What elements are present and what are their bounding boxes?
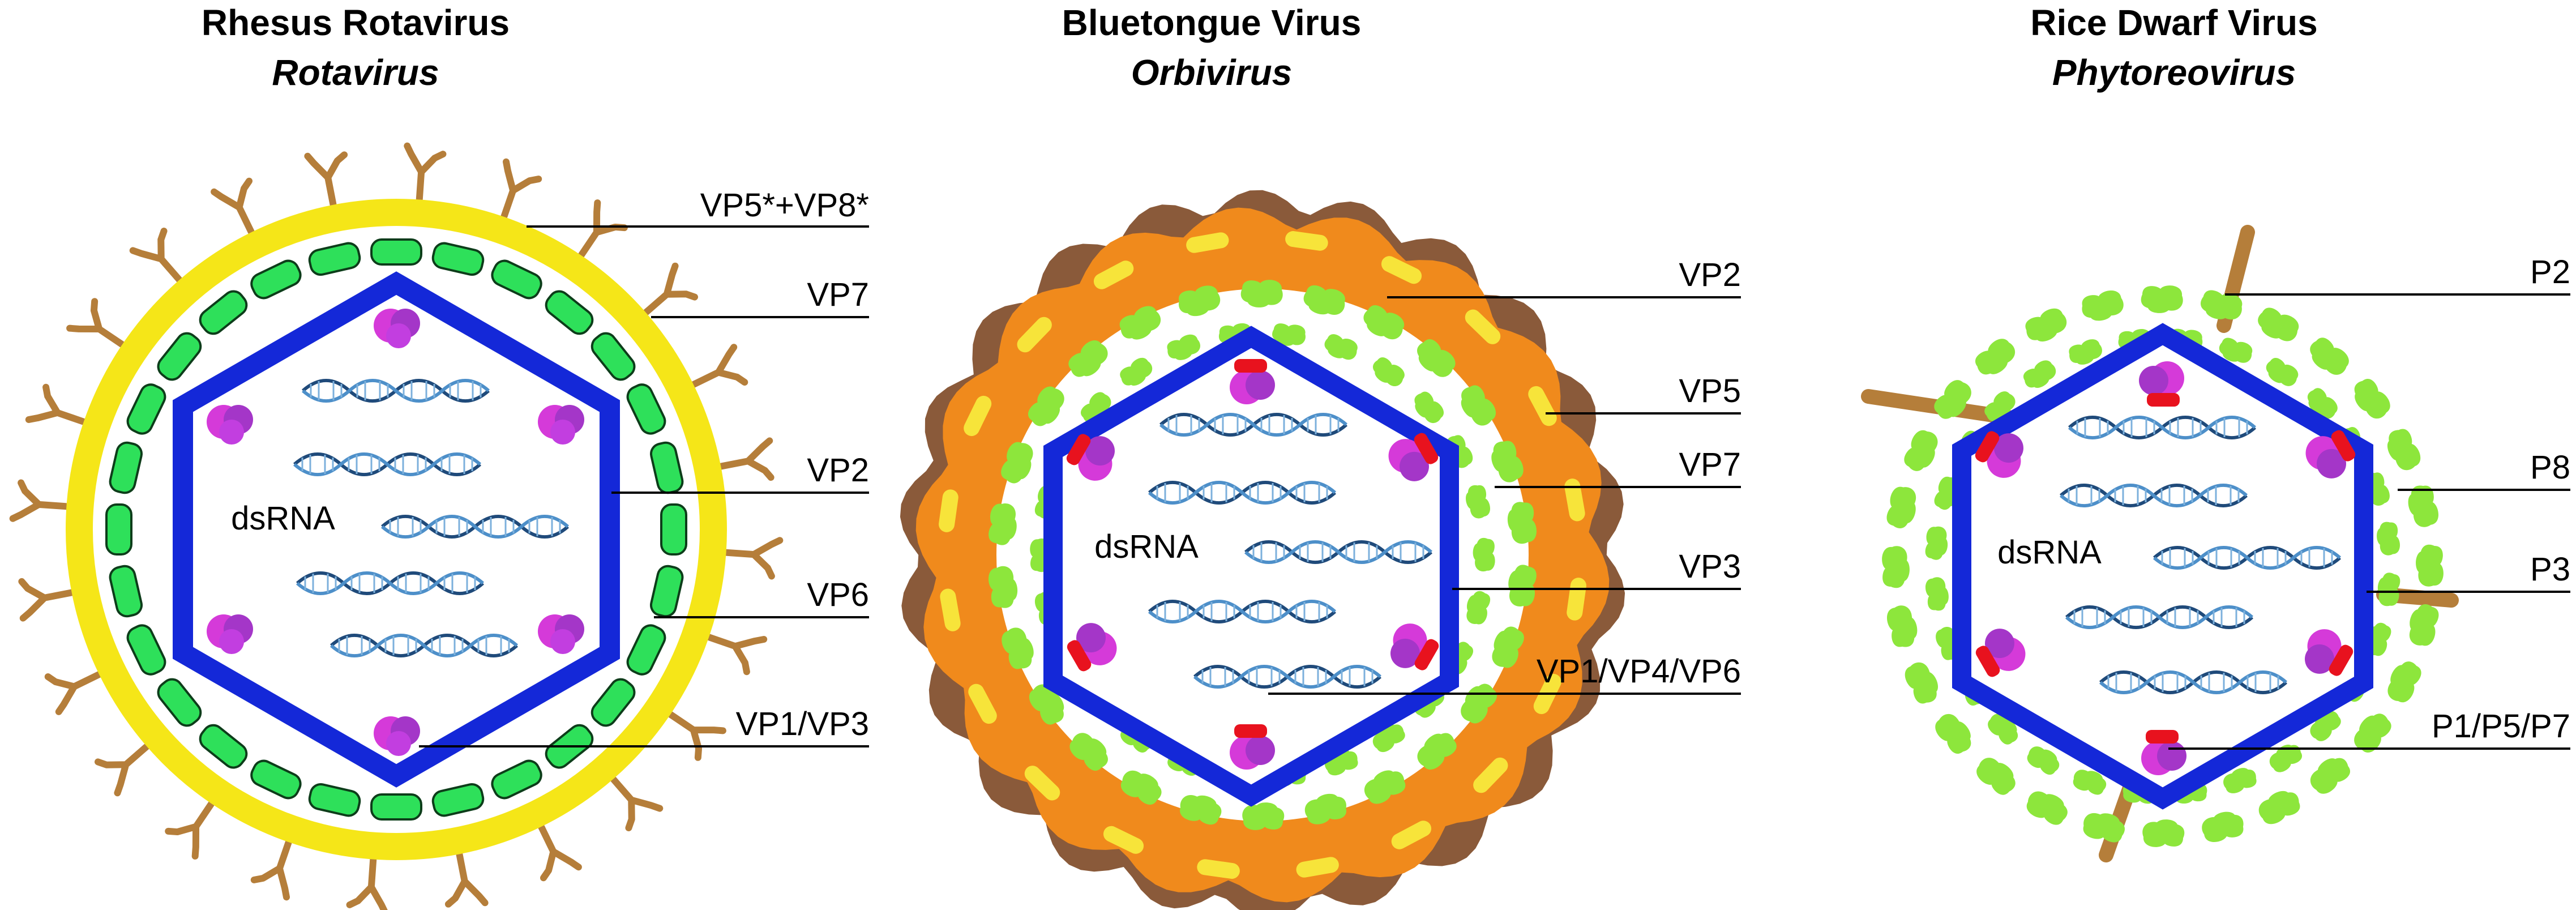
label-vp5: VP5 xyxy=(1679,373,1741,409)
label-p3: P3 xyxy=(2530,551,2570,588)
label-p8: P8 xyxy=(2530,449,2570,486)
title-bluetongue-virus: Bluetongue Virus xyxy=(1062,2,1362,43)
label-vp1-vp4-vp6: VP1/VP4/VP6 xyxy=(1537,653,1741,690)
label-vp7: VP7 xyxy=(807,276,869,313)
panel-bluetongue-virus: Bluetongue Virus Orbivirus dsRNA xyxy=(900,2,1741,910)
genus-rotavirus: Rotavirus xyxy=(272,52,439,93)
outer-layer-vp7 xyxy=(66,199,727,860)
inner-capsid-p3 xyxy=(1952,323,2373,810)
labels: P2 P8 P3 P1/P5/P7 xyxy=(2432,254,2570,745)
panel-rice-dwarf-virus: Rice Dwarf Virus Phytoreovirus dsRNA xyxy=(1861,2,2570,862)
label-p2: P2 xyxy=(2530,254,2570,290)
label-vp6: VP6 xyxy=(807,576,869,613)
label-vp5-vp8: VP5*+VP8* xyxy=(700,187,869,224)
panel-rhesus-rotavirus: Rhesus Rotavirus Rotavirus dsRNA xyxy=(13,2,869,910)
genus-orbivirus: Orbivirus xyxy=(1131,52,1293,93)
label-vp1-vp3: VP1/VP3 xyxy=(736,706,869,742)
label-vp2: VP2 xyxy=(1679,257,1741,293)
dsrna-label: dsRNA xyxy=(231,500,335,537)
leader-lines xyxy=(1268,296,1741,695)
title-rhesus-rotavirus: Rhesus Rotavirus xyxy=(202,2,510,43)
labels: VP5*+VP8* VP7 VP2 VP6 VP1/VP3 xyxy=(700,187,869,742)
label-vp7: VP7 xyxy=(1679,446,1741,483)
label-p1-p5-p7: P1/P5/P7 xyxy=(2432,708,2570,745)
genus-phytoreovirus: Phytoreovirus xyxy=(2052,52,2296,93)
title-rice-dwarf-virus: Rice Dwarf Virus xyxy=(2030,2,2317,43)
label-vp3: VP3 xyxy=(1679,548,1741,585)
label-vp2: VP2 xyxy=(807,452,869,489)
dsrna-label: dsRNA xyxy=(1094,528,1199,565)
leader-lines xyxy=(2168,293,2570,750)
labels: VP2 VP5 VP7 VP3 VP1/VP4/VP6 xyxy=(1537,257,1741,690)
leader-lines xyxy=(419,225,869,747)
dsrna-label: dsRNA xyxy=(1997,534,2102,571)
